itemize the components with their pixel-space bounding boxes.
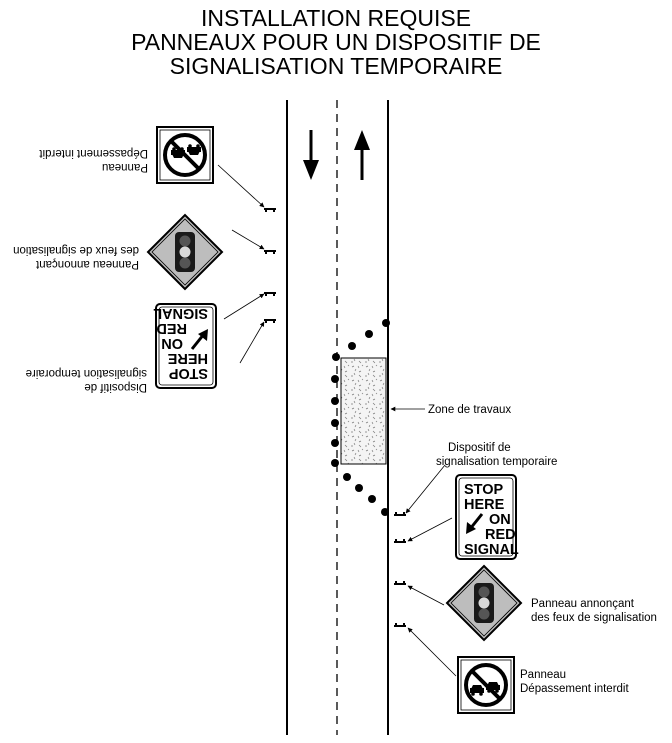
title-line-1: INSTALLATION REQUISE <box>201 5 471 31</box>
no-passing-icon <box>456 655 516 715</box>
diagonal-arrow-icon <box>190 329 208 350</box>
left-stop-here-sign: STOP HERE ON RED SIGNAL <box>153 303 217 389</box>
work-zone-label: Zone de travaux <box>428 404 511 416</box>
right-temp-device-label-2: signalisation temporaire <box>436 456 557 468</box>
cone <box>365 330 373 338</box>
left-stop-line-4: RED <box>156 320 187 336</box>
traffic-signal-icon <box>446 565 522 641</box>
left-no-passing-label-1: Panneau <box>102 161 148 173</box>
right-sign-posts <box>394 512 406 627</box>
left-stop-line-3: ON <box>161 335 183 351</box>
right-stop-line-1: STOP <box>464 482 504 498</box>
right-stop-line-4: RED <box>485 527 516 543</box>
left-signal-ahead-label-2: des feux de signalisation <box>13 244 139 256</box>
left-sign-posts <box>264 208 276 323</box>
work-zone <box>340 357 387 465</box>
right-signal-ahead-label-1: Panneau annonçant <box>531 598 635 610</box>
arrow-up-icon <box>354 130 370 180</box>
cone <box>331 459 339 467</box>
right-stop-line-5: SIGNAL <box>464 542 519 558</box>
right-no-passing-label-1: Panneau <box>520 669 566 681</box>
cone <box>332 353 340 361</box>
left-no-passing-group: Panneau Dépassement interdit <box>39 125 215 185</box>
cone <box>343 473 351 481</box>
right-no-passing-label-2: Dépassement interdit <box>520 683 629 695</box>
left-temp-device-label: Dispositif de signalisation temporaire <box>26 367 147 393</box>
no-passing-icon <box>155 125 215 185</box>
cone <box>355 484 363 492</box>
left-no-passing-label-2: Dépassement interdit <box>39 147 148 159</box>
left-signal-ahead-group: Panneau annonçant des feux de signalisat… <box>13 214 223 290</box>
right-signal-ahead-label-2: des feux de signalisation <box>531 612 657 624</box>
cone <box>331 397 339 405</box>
arrow-down-icon <box>303 130 319 180</box>
cone <box>368 495 376 503</box>
right-temp-device-label-1: Dispositif de <box>448 442 511 454</box>
cone <box>331 375 339 383</box>
cone <box>331 419 339 427</box>
diagonal-arrow-icon <box>466 513 484 534</box>
left-temp-device-label-2: signalisation temporaire <box>26 367 147 379</box>
cone <box>348 342 356 350</box>
right-leaders <box>390 406 457 677</box>
traffic-signal-icon <box>147 214 223 290</box>
left-temp-device-label-1: Dispositif de <box>84 381 147 393</box>
right-stop-line-3: ON <box>489 512 511 528</box>
left-leaders <box>217 164 265 364</box>
cone <box>381 508 389 516</box>
right-stop-here-sign: STOP HERE ON RED SIGNAL <box>455 474 519 560</box>
right-stop-line-2: HERE <box>464 497 505 513</box>
left-stop-line-1: STOP <box>168 365 208 381</box>
left-signal-ahead-label-1: Panneau annonçant <box>35 258 139 270</box>
title-line-2: PANNEAUX POUR UN DISPOSITIF DE <box>131 29 541 55</box>
cone <box>382 319 390 327</box>
road <box>286 100 389 735</box>
cone <box>331 439 339 447</box>
left-stop-line-2: HERE <box>167 350 208 366</box>
cone-taper <box>331 319 390 516</box>
title-line-3: SIGNALISATION TEMPORAIRE <box>170 53 503 79</box>
left-stop-line-5: SIGNAL <box>153 305 208 321</box>
